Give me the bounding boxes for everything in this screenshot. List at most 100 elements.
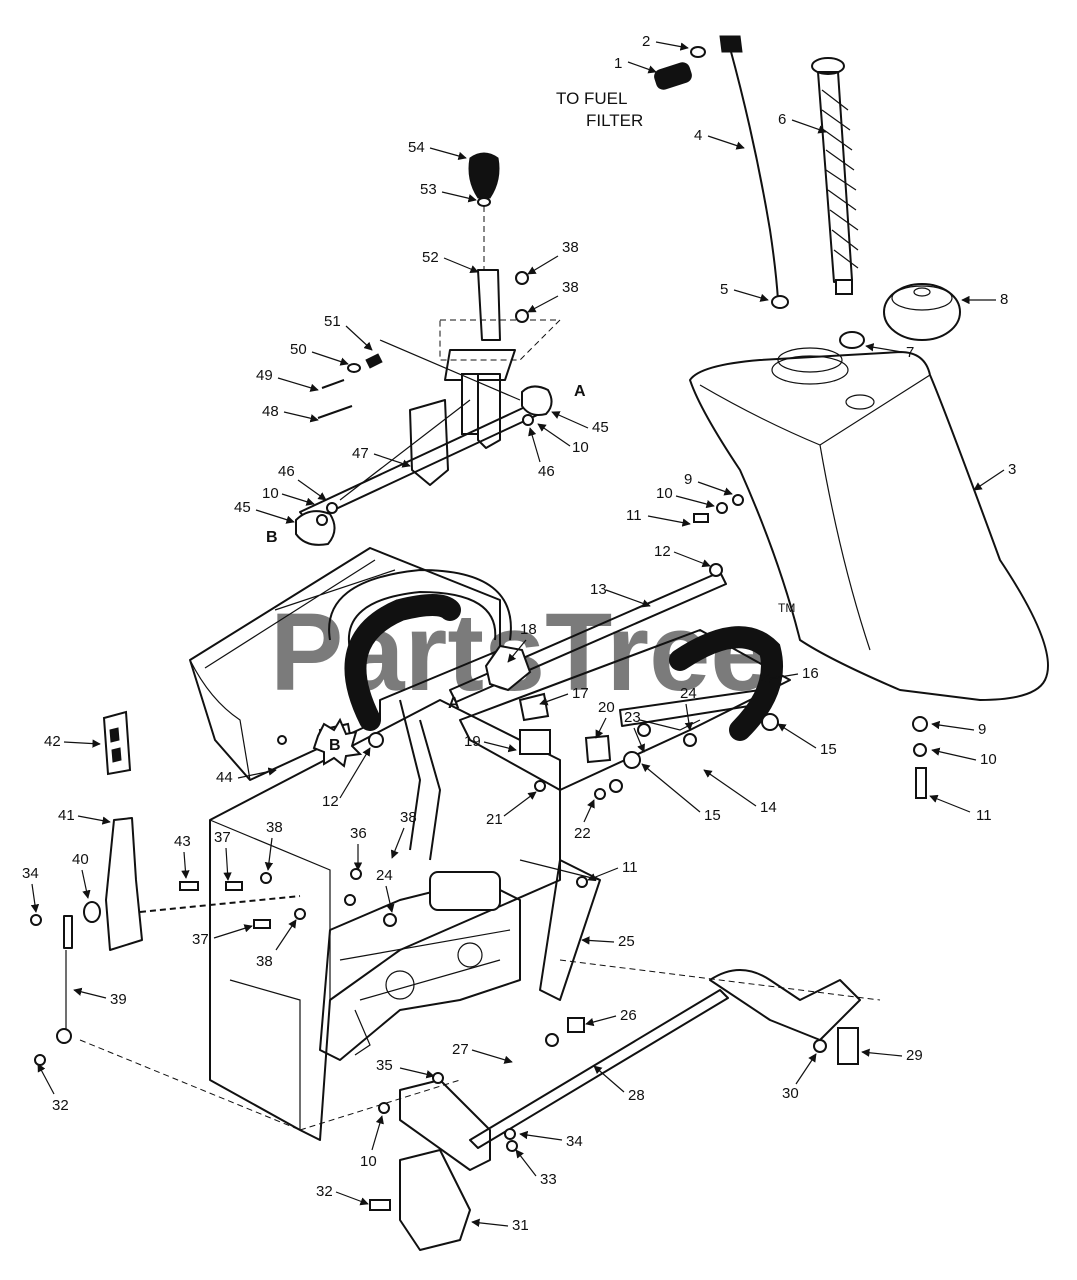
ref-letter-b-top: B bbox=[266, 529, 278, 546]
callout-number: 29 bbox=[906, 1047, 923, 1064]
callout-36: 36 bbox=[350, 825, 367, 871]
fuel-cap bbox=[883, 283, 961, 341]
callout-number: 48 bbox=[262, 403, 279, 420]
callout-number: 43 bbox=[174, 833, 191, 850]
callout-35: 35 bbox=[376, 1057, 435, 1079]
callout-48: 48 bbox=[262, 403, 319, 423]
callout-9b: 9 bbox=[931, 720, 986, 738]
callout-number: 10 bbox=[980, 751, 997, 768]
callout-37b: 37 bbox=[192, 924, 253, 948]
callout-7: 7 bbox=[865, 343, 914, 361]
callout-43: 43 bbox=[174, 833, 191, 879]
callout-34b: 34 bbox=[22, 865, 40, 913]
callout-34a: 34 bbox=[519, 1130, 583, 1150]
callout-16: 16 bbox=[761, 665, 819, 683]
callout-number: 35 bbox=[376, 1057, 393, 1074]
callout-number: 45 bbox=[592, 419, 609, 436]
callout-number: 24 bbox=[680, 685, 697, 702]
callout-38d: 38 bbox=[390, 809, 417, 859]
callout-25: 25 bbox=[581, 933, 635, 950]
callout-number: 47 bbox=[352, 445, 369, 462]
callout-number: 11 bbox=[622, 859, 638, 876]
callout-44: 44 bbox=[216, 767, 277, 786]
callout-33: 33 bbox=[515, 1149, 557, 1188]
callout-number: 38 bbox=[266, 819, 283, 836]
callout-number: 54 bbox=[408, 139, 425, 156]
callout-number: 15 bbox=[704, 807, 721, 824]
callout-45b: 45 bbox=[234, 499, 295, 524]
callout-50: 50 bbox=[290, 341, 349, 366]
frame-housing bbox=[189, 547, 791, 1141]
callout-21: 21 bbox=[486, 791, 537, 828]
fuel-hose bbox=[654, 46, 706, 90]
callout-39: 39 bbox=[73, 987, 127, 1008]
callout-number: 25 bbox=[618, 933, 635, 950]
ref-letter-b-frame: B bbox=[329, 737, 341, 754]
callout-10d: 10 bbox=[262, 485, 315, 506]
callout-number: 13 bbox=[590, 581, 607, 598]
callout-number: 14 bbox=[760, 799, 777, 816]
callout-number: 19 bbox=[464, 733, 481, 750]
callout-38c: 38 bbox=[264, 819, 283, 871]
callout-10a: 10 bbox=[656, 485, 715, 509]
callout-4: 4 bbox=[694, 127, 745, 150]
callout-number: 27 bbox=[452, 1041, 469, 1058]
callout-12b: 12 bbox=[322, 747, 371, 810]
callout-6: 6 bbox=[778, 111, 827, 134]
callout-37a: 37 bbox=[214, 829, 232, 881]
callout-number: 10 bbox=[572, 439, 589, 456]
callout-27: 27 bbox=[452, 1041, 513, 1064]
callout-number: 18 bbox=[520, 621, 537, 638]
callout-52: 52 bbox=[422, 249, 479, 274]
callout-number: 32 bbox=[316, 1183, 333, 1200]
callout-2: 2 bbox=[642, 33, 689, 51]
callout-11a: 11 bbox=[626, 507, 691, 527]
callout-number: 36 bbox=[350, 825, 367, 842]
callout-11b: 11 bbox=[929, 794, 992, 824]
ref-letter-a-frame: A bbox=[448, 695, 460, 712]
callout-number: 22 bbox=[574, 825, 591, 842]
hardware bbox=[30, 494, 928, 1211]
callout-number: 37 bbox=[192, 931, 209, 948]
callout-12a: 12 bbox=[654, 543, 711, 568]
fuel-tank bbox=[689, 347, 1049, 701]
callout-number: 46 bbox=[278, 463, 295, 480]
callout-54: 54 bbox=[408, 139, 467, 161]
callout-19: 19 bbox=[464, 733, 517, 753]
callout-number: 38 bbox=[400, 809, 417, 826]
callout-number: 16 bbox=[802, 665, 819, 682]
callout-number: 42 bbox=[44, 733, 61, 750]
callout-10e: 10 bbox=[360, 1115, 384, 1170]
callout-5: 5 bbox=[720, 281, 769, 302]
callout-number: 45 bbox=[234, 499, 251, 516]
callout-number: 10 bbox=[656, 485, 673, 502]
callout-13: 13 bbox=[590, 581, 651, 608]
callout-number: 9 bbox=[684, 471, 692, 488]
drive-rod bbox=[79, 959, 881, 1251]
callout-number: 26 bbox=[620, 1007, 637, 1024]
callout-number: 30 bbox=[782, 1085, 799, 1102]
callout-8: 8 bbox=[961, 291, 1008, 308]
callout-number: 8 bbox=[1000, 291, 1008, 308]
callout-number: 24 bbox=[376, 867, 393, 884]
callout-49: 49 bbox=[256, 367, 319, 392]
engine-block bbox=[319, 871, 521, 1061]
callout-number: 7 bbox=[906, 344, 914, 361]
fuel-note-line2: FILTER bbox=[586, 111, 643, 130]
callout-number: 38 bbox=[256, 953, 273, 970]
callout-number: 11 bbox=[626, 507, 642, 524]
callout-9a: 9 bbox=[684, 471, 733, 496]
callout-10c: 10 bbox=[537, 423, 589, 456]
callout-number: 53 bbox=[420, 181, 437, 198]
callout-number: 32 bbox=[52, 1097, 69, 1114]
callout-number: 4 bbox=[694, 127, 702, 144]
callout-32b: 32 bbox=[316, 1183, 369, 1206]
callout-51: 51 bbox=[324, 313, 373, 351]
callout-number: 33 bbox=[540, 1171, 557, 1188]
callout-42: 42 bbox=[44, 733, 101, 750]
callout-28: 28 bbox=[593, 1065, 645, 1104]
callout-14: 14 bbox=[703, 769, 777, 816]
callout-1: 1 bbox=[614, 55, 657, 74]
callout-number: 46 bbox=[538, 463, 555, 480]
ref-letter-b-burst: B bbox=[312, 717, 363, 768]
